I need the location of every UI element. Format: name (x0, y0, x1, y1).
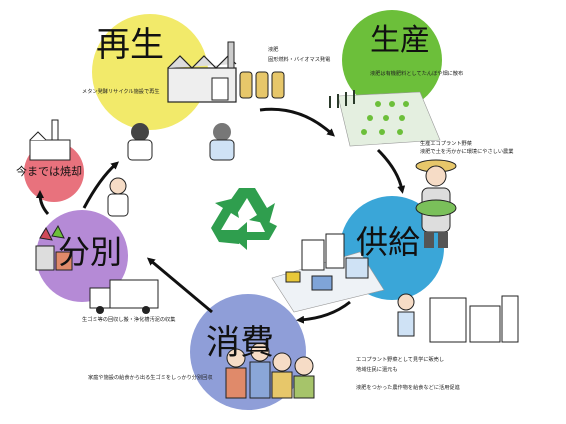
truck-icon (89, 279, 159, 314)
incinerator-icon (29, 119, 71, 161)
note-bunbetsu-bottom: 家庭や施設の給食から出る生ゴミをしっかり分別回収 (88, 375, 213, 381)
trash-bins-icon (35, 224, 73, 271)
arrow-bunbetsu-to-past (36, 190, 50, 215)
note-truck: 生ゴミ等の回収し搬・浄化槽汚泥の収集 (82, 317, 176, 323)
note-kyokyu-2: 液肥で土を汚かかに環境にやさしい農業 (420, 149, 514, 155)
note-shohi-3: 液肥をつかった農作物を給食などに活用促進 (356, 385, 460, 391)
factory-icon (167, 41, 285, 103)
building-icon (397, 293, 519, 343)
note-kyokyu-1: 生産エコプラント野菜 (420, 141, 472, 147)
past-title: 今までは焼却 (16, 165, 82, 178)
arrow-bunbetsu-to-saisei (82, 161, 120, 209)
stage-title-seisan: 生産 (370, 23, 430, 58)
stage-title-bunbetsu: 分別 (58, 233, 123, 271)
note-seisan: 液肥は有機肥料としてたんぼや畑に散布 (370, 71, 464, 77)
arrow-shohi-to-bunbetsu (146, 257, 213, 314)
note-saisei-top-1: 液肥 (268, 47, 279, 53)
farm-field-icon (329, 90, 441, 147)
city-icon (271, 233, 385, 313)
arrow-kyokyu-to-shohi (296, 300, 351, 324)
note-shohi-1: エコプラント野菜として見学に販売し (356, 357, 445, 363)
people-icon (107, 123, 235, 217)
arrow-seisan-to-kyokyu (376, 148, 406, 194)
stage-title-saisei: 再生 (96, 25, 164, 65)
farmer-icon (415, 159, 457, 248)
recycle-icon (211, 188, 277, 250)
seisan-circle (342, 10, 442, 110)
family-icon (225, 342, 315, 399)
stage-title-shohi: 消費 (206, 323, 274, 363)
note-saisei-top-2: 固形燃料・バイオマス発電 (268, 57, 331, 63)
note-shohi-2: 地域住民に還元も (356, 367, 398, 373)
stage-title-kyokyu: 供給 (356, 223, 421, 261)
arrow-saisei-to-seisan (259, 107, 335, 137)
note-saisei-left: メタン発酵リサイクル施設で再生 (82, 89, 160, 95)
